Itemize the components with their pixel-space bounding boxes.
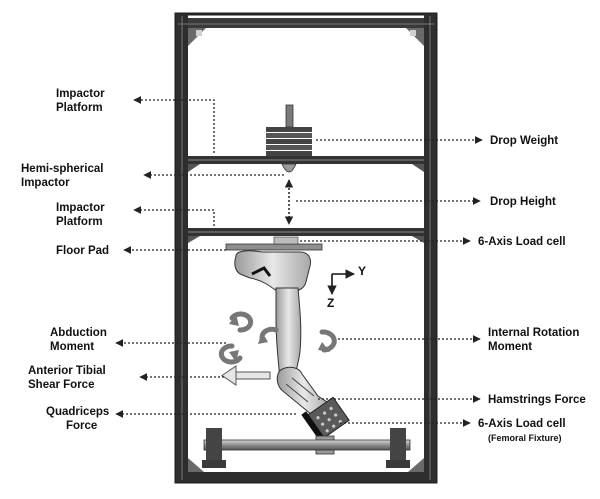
label-load-cell-top: 6-Axis Load cell xyxy=(478,236,566,248)
abduction-arrowhead-a xyxy=(229,314,239,326)
label-impactor-platform-bottom: Impactor Platform xyxy=(56,202,105,228)
floor-pad xyxy=(225,243,323,251)
label-internal-rotation-moment: Internal Rotation Moment xyxy=(488,327,580,353)
left-leaders xyxy=(115,96,296,418)
femoral-fixture-bar xyxy=(202,428,411,468)
lower-platform xyxy=(188,228,424,243)
label-floor-pad: Floor Pad xyxy=(56,245,110,257)
load-cell-top xyxy=(273,236,299,245)
label-hamstrings-force: Hamstrings Force xyxy=(488,394,586,406)
right-leaders xyxy=(296,136,483,427)
internal-rotation-arrowhead-a xyxy=(258,332,268,344)
label-abduction-moment: Abduction Moment xyxy=(50,327,107,353)
axis-z-label: Z xyxy=(327,296,335,310)
foot xyxy=(234,250,311,293)
axis-y-label: Y xyxy=(358,264,367,278)
ankle-strap xyxy=(251,266,272,277)
label-load-cell-femoral: 6-Axis Load cell (Femoral Fixture) xyxy=(478,418,566,443)
upper-platform xyxy=(188,156,424,172)
abduction-arrowhead-b xyxy=(229,350,239,362)
tibia xyxy=(275,287,302,379)
femoral-load-cell xyxy=(301,396,350,443)
coordinate-axes xyxy=(327,269,355,295)
label-anterior-tibial-shear-force: Anterior Tibial Shear Force xyxy=(28,365,106,391)
drop-weight xyxy=(266,104,312,156)
hemi-spherical-impactor xyxy=(281,163,297,173)
anterior-tibial-shear-arrow xyxy=(221,365,271,386)
label-impactor-platform-top: Impactor Platform xyxy=(56,88,105,114)
label-hemi-spherical-impactor: Hemi-spherical Impactor xyxy=(21,163,104,189)
label-quadriceps-force: Quadriceps Force xyxy=(46,406,110,432)
label-drop-height: Drop Height xyxy=(490,196,556,208)
internal-rotation-arrowhead-b xyxy=(318,342,330,352)
label-drop-weight: Drop Weight xyxy=(490,135,559,147)
frame xyxy=(174,12,438,484)
